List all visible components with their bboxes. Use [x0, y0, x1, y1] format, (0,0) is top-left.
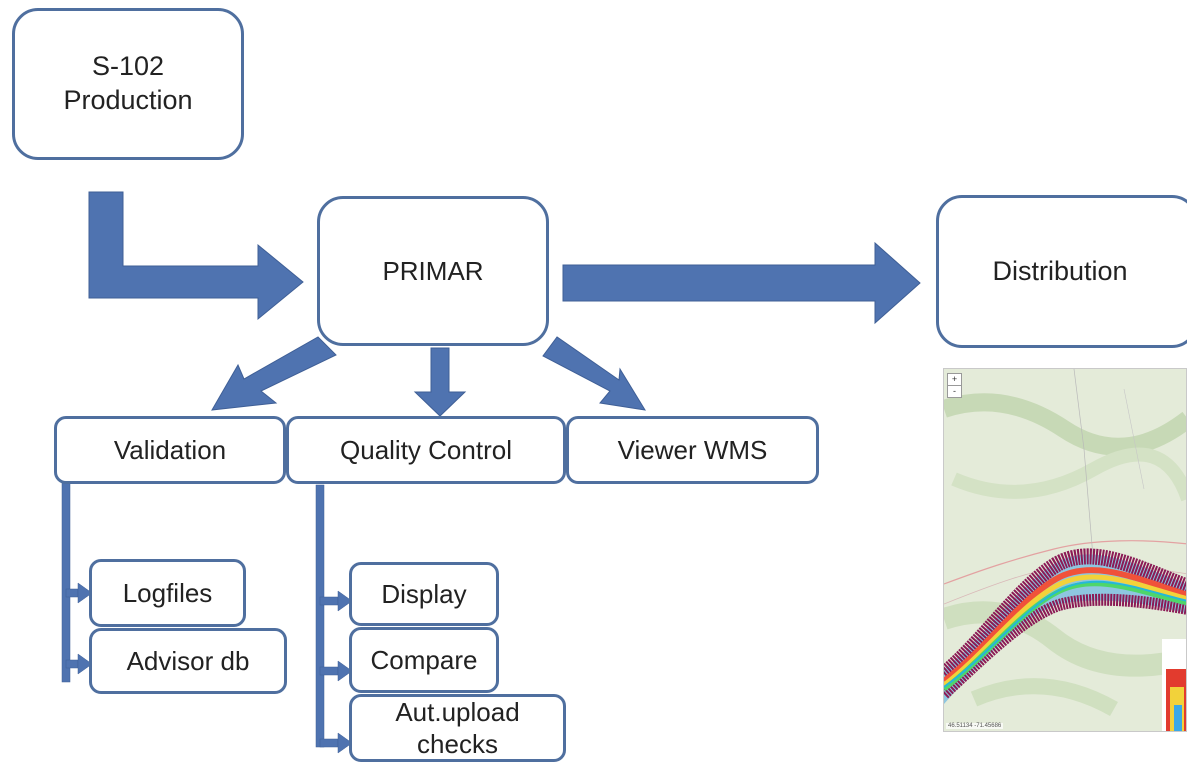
map-coordinates: 46.51134 -71.45686 [946, 723, 1004, 729]
s102-production-box: S-102 Production [12, 8, 244, 160]
arrow-primar-to-viewer [542, 336, 646, 411]
logfiles-box: Logfiles [89, 559, 246, 627]
arrow-primar-to-validation [211, 336, 337, 411]
s102-production-line1: S-102 [91, 51, 165, 82]
viewer-wms-box: Viewer WMS [566, 416, 819, 484]
viewer-wms-label: Viewer WMS [617, 434, 768, 465]
map-graphic [944, 369, 1186, 731]
validation-box: Validation [54, 416, 286, 484]
logfiles-label: Logfiles [122, 577, 213, 608]
s102-production-line2: Production [63, 85, 193, 115]
distribution-box: Distribution [936, 195, 1187, 348]
aut-upload-line1: Aut.upload [395, 696, 520, 727]
display-box: Display [349, 562, 499, 626]
map-zoom-out-button[interactable]: - [953, 386, 956, 396]
primar-label: PRIMAR [382, 255, 484, 286]
arrow-primar-to-quality-control [413, 347, 467, 417]
display-label: Display [381, 578, 467, 609]
map-zoom-in-button[interactable]: + [948, 374, 961, 386]
aut-upload-checks-box: Aut.upload checks [349, 694, 566, 762]
compare-box: Compare [349, 627, 499, 693]
validation-label: Validation [113, 434, 227, 465]
quality-control-bracket [315, 484, 353, 754]
quality-control-box: Quality Control [286, 416, 566, 484]
arrow-primar-to-distribution [562, 241, 921, 325]
bathymetry-map-thumbnail[interactable]: + - 46.51134 -71.45686 [943, 368, 1187, 732]
advisor-db-box: Advisor db [89, 628, 287, 694]
distribution-label: Distribution [992, 255, 1128, 286]
map-zoom-control[interactable]: + - [947, 373, 962, 398]
arrow-production-to-primar [88, 191, 304, 321]
aut-upload-line2: checks [417, 729, 498, 759]
validation-bracket [61, 481, 93, 683]
advisor-db-label: Advisor db [126, 645, 250, 676]
quality-control-label: Quality Control [340, 434, 512, 465]
compare-label: Compare [370, 644, 478, 675]
primar-box: PRIMAR [317, 196, 549, 346]
